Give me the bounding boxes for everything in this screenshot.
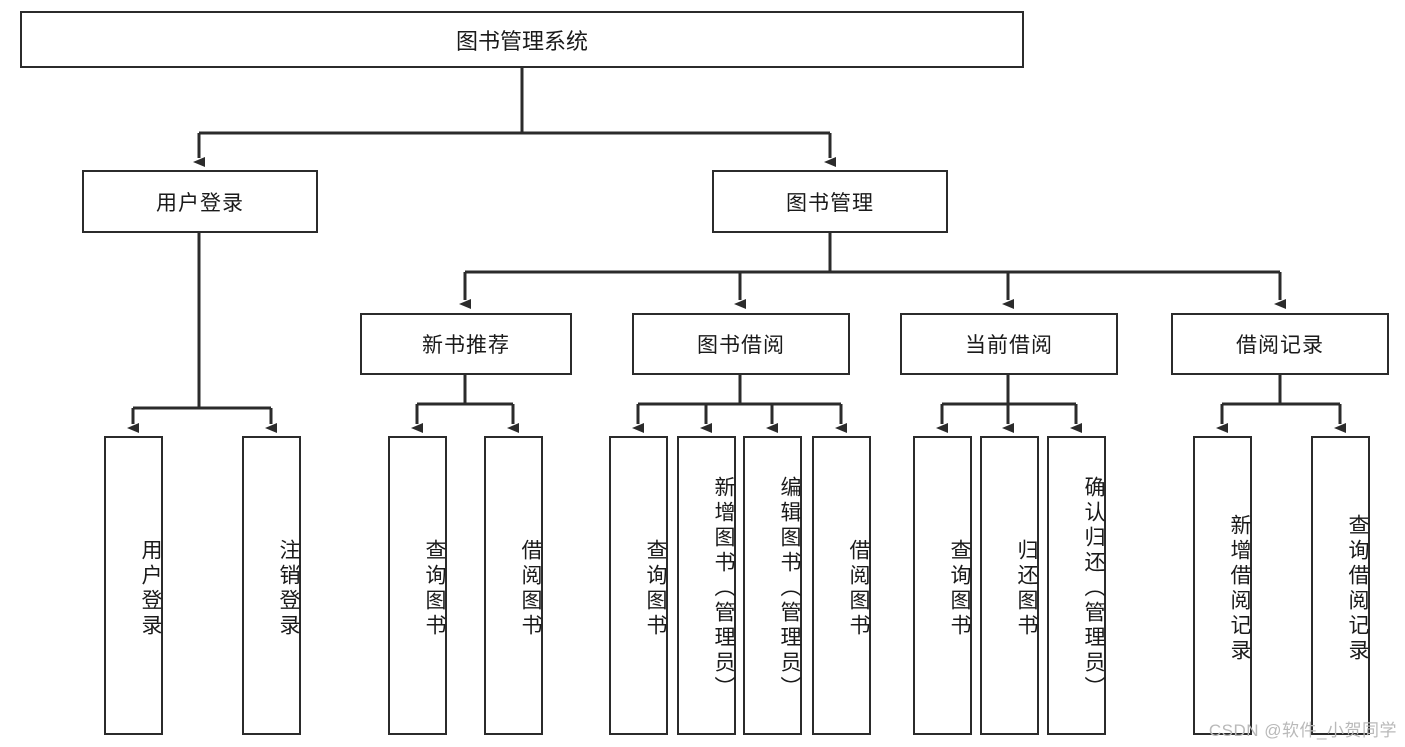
node-label: 编辑图书（管理员） bbox=[778, 476, 801, 701]
node-label: 用户登录 bbox=[156, 191, 244, 215]
leaf-record-query-borrow-record[interactable]: 查询借阅记录 bbox=[1311, 436, 1370, 735]
node-label: 图书管理 bbox=[786, 191, 874, 215]
leaf-record-add-borrow-record[interactable]: 新增借阅记录 bbox=[1193, 436, 1252, 735]
leaf-current-query-book[interactable]: 查询图书 bbox=[913, 436, 972, 735]
node-new-book-recommend[interactable]: 新书推荐 bbox=[360, 313, 572, 375]
watermark-text: CSDN @软件_小贺同学 bbox=[1208, 721, 1397, 740]
leaf-current-confirm-return-admin[interactable]: 确认归还（管理员） bbox=[1047, 436, 1106, 735]
leaf-user-login-signin[interactable]: 用户登录 bbox=[104, 436, 163, 735]
node-label: 查询借阅记录 bbox=[1346, 513, 1369, 664]
leaf-borrow-query-book[interactable]: 查询图书 bbox=[609, 436, 668, 735]
node-current-borrow[interactable]: 当前借阅 bbox=[900, 313, 1118, 375]
node-book-management[interactable]: 图书管理 bbox=[712, 170, 948, 233]
leaf-new-book-query[interactable]: 查询图书 bbox=[388, 436, 447, 735]
node-label: 新书推荐 bbox=[422, 334, 510, 357]
leaf-borrow-edit-book-admin[interactable]: 编辑图书（管理员） bbox=[743, 436, 802, 735]
node-label: 新增图书（管理员） bbox=[712, 476, 735, 701]
node-label: 借阅图书 bbox=[519, 538, 542, 639]
node-label: 注销登录 bbox=[277, 538, 300, 639]
node-label: 当前借阅 bbox=[965, 334, 1053, 357]
leaf-new-book-borrow[interactable]: 借阅图书 bbox=[484, 436, 543, 735]
node-borrow-record[interactable]: 借阅记录 bbox=[1171, 313, 1389, 375]
node-label: 借阅图书 bbox=[847, 538, 870, 639]
node-label: 查询图书 bbox=[948, 538, 971, 639]
node-label: 图书管理系统 bbox=[455, 28, 588, 54]
node-book-borrow[interactable]: 图书借阅 bbox=[632, 313, 850, 375]
node-label: 查询图书 bbox=[644, 538, 667, 639]
node-label: 查询图书 bbox=[423, 538, 446, 639]
node-root-book-management-system[interactable]: 图书管理系统 bbox=[20, 11, 1024, 68]
node-user-login[interactable]: 用户登录 bbox=[82, 170, 318, 233]
leaf-borrow-borrow-book[interactable]: 借阅图书 bbox=[812, 436, 871, 735]
node-label: 归还图书 bbox=[1015, 538, 1038, 639]
node-label: 新增借阅记录 bbox=[1228, 513, 1251, 664]
node-label: 图书借阅 bbox=[697, 334, 785, 357]
leaf-borrow-add-book-admin[interactable]: 新增图书（管理员） bbox=[677, 436, 736, 735]
leaf-user-login-signout[interactable]: 注销登录 bbox=[242, 436, 301, 735]
leaf-current-return-book[interactable]: 归还图书 bbox=[980, 436, 1039, 735]
node-label: 用户登录 bbox=[139, 538, 162, 639]
node-label: 借阅记录 bbox=[1236, 334, 1324, 357]
node-label: 确认归还（管理员） bbox=[1082, 476, 1105, 701]
